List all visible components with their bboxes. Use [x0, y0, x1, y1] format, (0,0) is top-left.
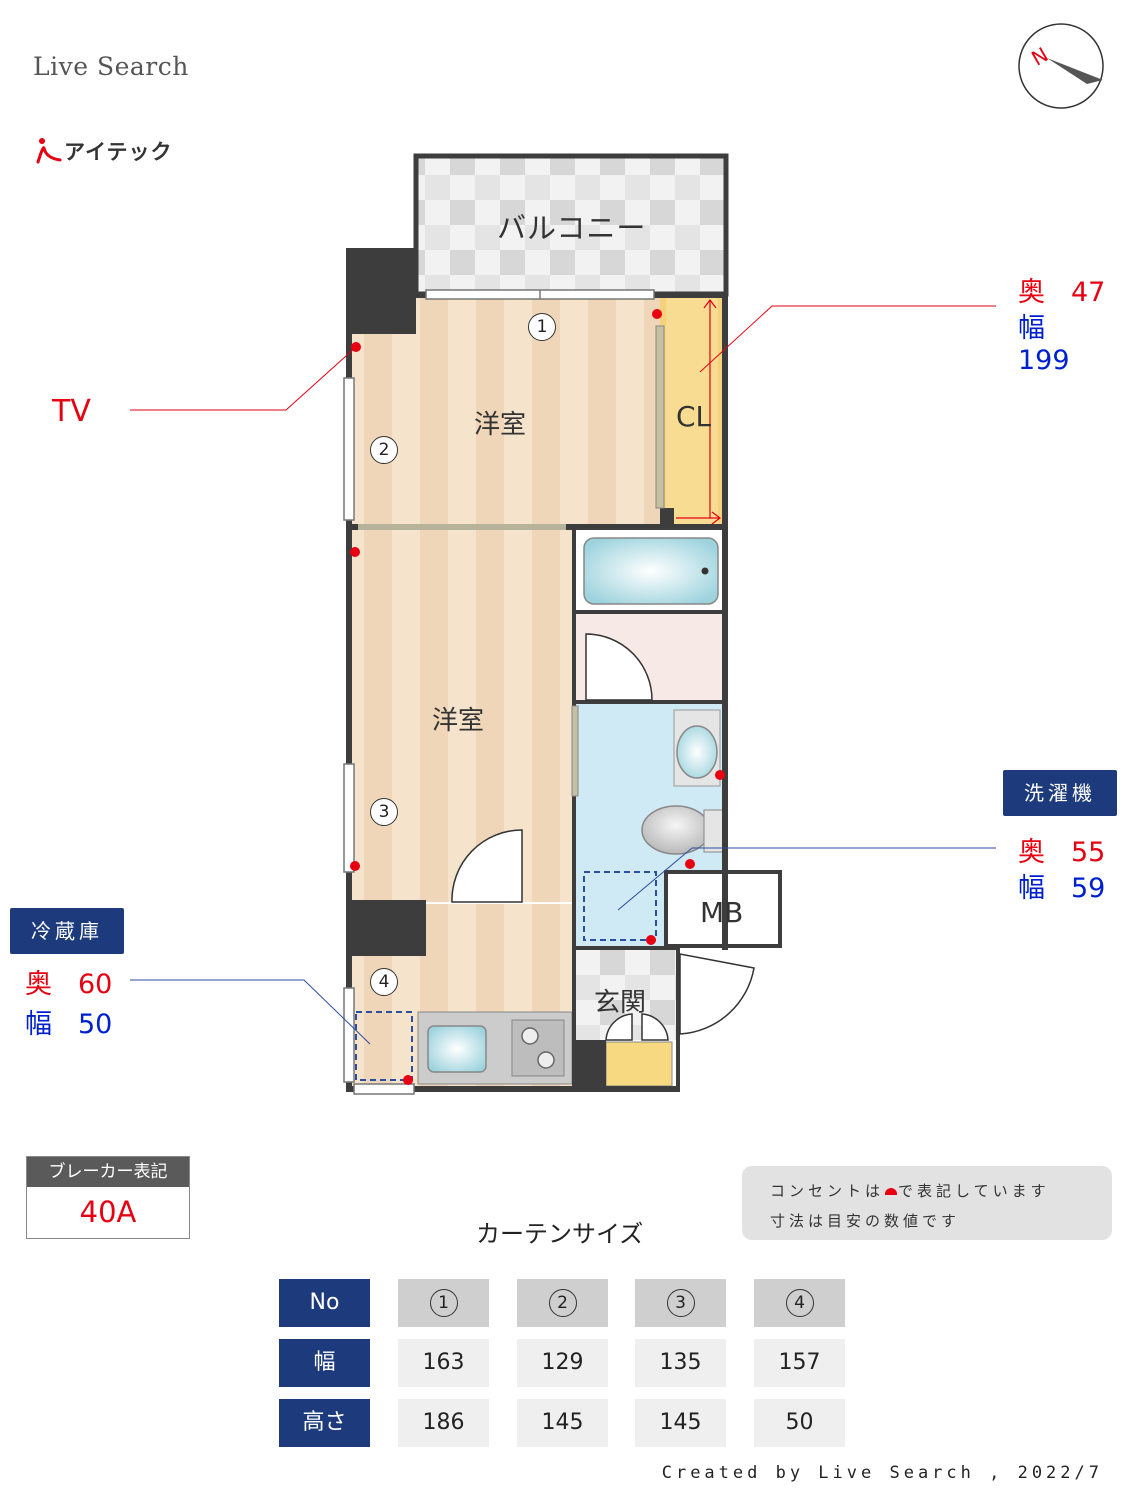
window-marker-1: 1: [528, 313, 556, 341]
washer-width-label: 幅: [1018, 873, 1045, 904]
note-line1-b: で表記しています: [898, 1182, 1050, 1200]
curtain-height-1: 186: [398, 1399, 489, 1447]
logo-text: アイテック: [64, 139, 173, 164]
mb-label: MB: [700, 896, 744, 929]
fridge-depth-label: 奥: [25, 969, 52, 1000]
closet-width-value: 199: [1018, 345, 1070, 376]
curtain-no-3: 3: [635, 1279, 726, 1327]
curtain-width-1: 163: [398, 1339, 489, 1387]
washer-tag: 洗濯機: [1003, 770, 1117, 816]
curtain-no-3-marker: 3: [666, 1289, 695, 1317]
washer-depth-value: 55: [1071, 837, 1106, 868]
window-marker-2: 2: [370, 436, 398, 464]
outlet-note: コンセントはで表記しています 寸法は目安の数値です: [742, 1166, 1112, 1240]
closet-width-label: 幅: [1018, 313, 1045, 344]
balcony-label: バルコニー: [497, 211, 647, 245]
curtain-width-4: 157: [754, 1339, 845, 1387]
fridge-dimensions: 奥 60 幅 50: [25, 962, 125, 1041]
curtain-size-title: カーテンサイズ: [476, 1220, 644, 1248]
curtain-width-2: 129: [517, 1339, 608, 1387]
logo-mark-icon: [36, 138, 62, 164]
note-line2: 寸法は目安の数値です: [770, 1212, 961, 1230]
closet-dimensions: 奥 47 幅199: [1018, 270, 1108, 376]
fridge-depth-value: 60: [78, 969, 113, 1000]
closet-depth-label: 奥: [1018, 277, 1045, 308]
compass-icon: N: [1018, 23, 1104, 109]
curtain-no-2: 2: [517, 1279, 608, 1327]
washer-dimensions: 奥 55 幅 59: [1018, 830, 1108, 905]
curtain-no-1: 1: [398, 1279, 489, 1327]
breaker-label: ブレーカー表記: [27, 1157, 189, 1187]
row-header-width: 幅: [279, 1339, 370, 1387]
row-header-no: No: [279, 1279, 370, 1327]
curtain-height-4: 50: [754, 1399, 845, 1447]
western-room-1-label: 洋室: [474, 410, 527, 440]
tv-label: TV: [52, 394, 91, 429]
curtain-height-3: 145: [635, 1399, 726, 1447]
note-line1-a: コンセントは: [770, 1182, 885, 1200]
brand-name: Live Search: [33, 52, 189, 81]
entrance-label: 玄関: [594, 988, 647, 1018]
row-header-height: 高さ: [279, 1399, 370, 1447]
closet-depth-value: 47: [1071, 277, 1106, 308]
fridge-width-label: 幅: [25, 1009, 52, 1040]
window-marker-3: 3: [370, 798, 398, 826]
curtain-no-4: 4: [754, 1279, 845, 1327]
window-marker-4: 4: [370, 968, 398, 996]
curtain-no-2-marker: 2: [548, 1289, 577, 1317]
breaker-value: 40A: [79, 1195, 137, 1229]
fridge-tag: 冷蔵庫: [10, 908, 124, 954]
curtain-no-4-marker: 4: [785, 1289, 814, 1317]
floor-plan: [130, 153, 996, 1095]
breaker-box: ブレーカー表記 40A: [26, 1156, 190, 1239]
curtain-no-1-marker: 1: [429, 1289, 458, 1317]
curtain-width-3: 135: [635, 1339, 726, 1387]
company-logo: アイテック: [34, 134, 173, 168]
curtain-height-2: 145: [517, 1399, 608, 1447]
washer-depth-label: 奥: [1018, 837, 1045, 868]
closet-label: CL: [676, 400, 712, 433]
outlet-symbol-icon: [885, 1188, 898, 1195]
credit-line: Created by Live Search , 2022/7: [661, 1463, 1103, 1483]
washer-width-value: 59: [1071, 873, 1106, 904]
western-room-2-label: 洋室: [432, 706, 485, 736]
fridge-width-value: 50: [78, 1009, 113, 1040]
